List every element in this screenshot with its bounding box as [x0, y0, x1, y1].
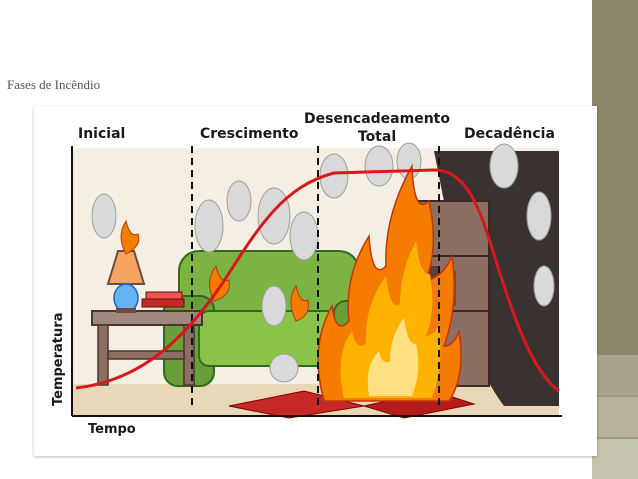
phase-label-decadencia: Decadência: [464, 126, 555, 142]
fire-phases-diagram: Inicial Crescimento Desencadeamento Tota…: [51, 111, 562, 437]
books-icon: [141, 291, 185, 308]
phase-dividers: [191, 146, 440, 406]
side-table-icon: [91, 310, 203, 386]
decorative-side-bar: [592, 0, 638, 479]
slide-title: Fases de Incêndio: [7, 77, 101, 92]
y-axis-label: Temperatura: [51, 313, 66, 406]
fire-phases-illustration: Inicial Crescimento Desencadeamento Tota…: [34, 106, 597, 456]
lamp-icon: [106, 250, 146, 313]
large-flames: [317, 163, 462, 402]
phase-label-desencadeamento: Desencadeamento: [304, 111, 450, 127]
temperature-curve: [75, 168, 560, 393]
phase-label-total: Total: [358, 129, 396, 145]
axes: [71, 146, 562, 417]
phase-label-crescimento: Crescimento: [200, 126, 299, 142]
phase-label-inicial: Inicial: [78, 126, 125, 142]
x-axis-label: Tempo: [88, 422, 136, 437]
